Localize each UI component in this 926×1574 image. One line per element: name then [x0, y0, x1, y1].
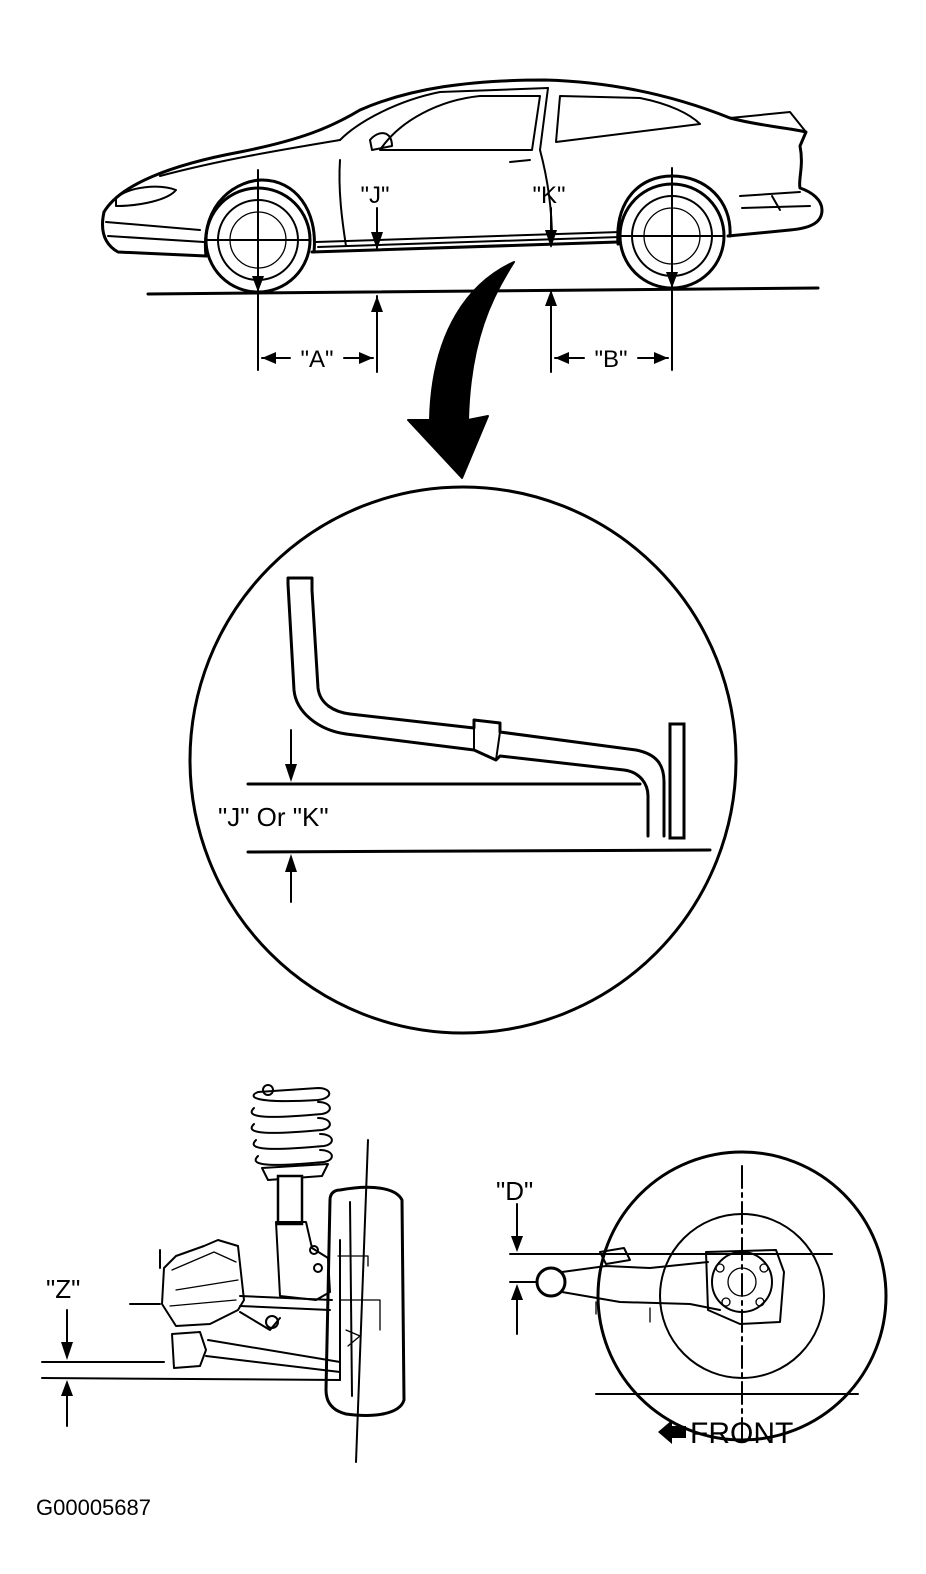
d-arrow-up: [511, 1284, 523, 1300]
k-arrow-up: [545, 290, 557, 306]
rear-spoiler: [729, 111, 807, 133]
measuring-bar: [286, 576, 666, 838]
front-tire: [324, 1185, 406, 1417]
label-d: "D": [496, 1176, 533, 1206]
car-side-view: "J" "K" "A" "B": [101, 78, 824, 373]
detail-arrow-up: [285, 854, 297, 872]
label-b: "B": [594, 346, 627, 373]
z-lower-line: [41, 1377, 341, 1381]
label-front: FRONT: [690, 1417, 793, 1450]
front-centerline-arrow: [252, 276, 264, 292]
lower-control-arm: [207, 1339, 341, 1363]
b-arrow-left: [555, 352, 569, 364]
headlight: [115, 185, 177, 207]
tail-light: [771, 195, 781, 211]
upright-rod: [668, 722, 686, 840]
rocker-panel: [310, 240, 620, 254]
label-j: "J": [360, 182, 389, 209]
trailing-arm-bushing: [535, 1266, 567, 1298]
door-handle: [509, 159, 531, 163]
front-suspension: "Z": [41, 1084, 406, 1463]
b-arrow-right: [654, 352, 668, 364]
rear-window: [555, 95, 701, 143]
a-arrow-left: [262, 352, 276, 364]
subframe: [161, 1239, 245, 1327]
j-arrow-up: [371, 296, 383, 312]
d-arrow-down: [511, 1236, 523, 1252]
front-bumper: [101, 210, 208, 258]
slider-block: [473, 719, 501, 761]
wheel-centerline: [355, 1139, 369, 1463]
label-a: "A": [300, 346, 333, 373]
side-mirror: [369, 132, 393, 151]
left-arrow-icon: [658, 1420, 686, 1444]
lower-reference-line: [246, 848, 712, 854]
door-front-edge: [338, 159, 347, 247]
rear-wheel-arch: [616, 174, 732, 246]
drive-shaft: [239, 1295, 333, 1301]
side-window: [379, 95, 541, 151]
detail-circle: "J" Or "K": [188, 485, 738, 1035]
label-z: "Z": [46, 1274, 80, 1304]
detail-circle-border: [188, 485, 738, 1035]
rear-suspension: "D" FRONT: [496, 1150, 888, 1450]
b-pillar: [539, 87, 549, 151]
spindle-bracket: [705, 1249, 785, 1325]
label-k: "K": [532, 182, 565, 209]
strut-body: [276, 1174, 304, 1226]
windshield: [339, 87, 549, 141]
detail-arrow-down: [285, 764, 297, 782]
callout-arrow: [407, 261, 515, 479]
coil-spring: [250, 1084, 333, 1181]
figure-id: G00005687: [36, 1495, 151, 1520]
z-arrow-down: [61, 1342, 73, 1360]
knuckle: [275, 1221, 331, 1301]
z-arrow-up: [61, 1380, 73, 1396]
rear-tire: [596, 1150, 888, 1442]
car-body: [102, 78, 824, 238]
bushing-mount: [171, 1331, 207, 1369]
a-arrow-right: [359, 352, 373, 364]
trailing-arm: [561, 1261, 709, 1273]
j-arrow-down: [371, 232, 383, 250]
label-j-or-k: "J" Or "K": [218, 802, 329, 832]
rear-centerline-arrow: [666, 272, 678, 288]
k-arrow-down: [545, 230, 557, 248]
